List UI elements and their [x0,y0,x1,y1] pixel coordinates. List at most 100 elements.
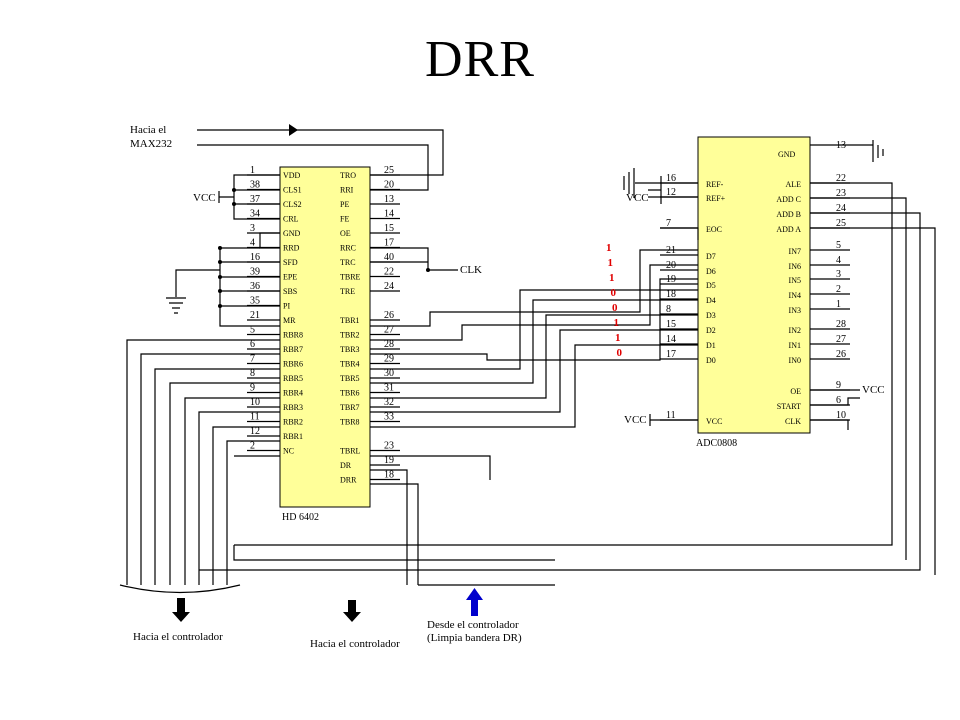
adc-left-pin-label: D7 [706,252,716,261]
uart-left-pin-num: 37 [250,194,260,205]
adc-vcc-label: VCC [624,414,647,426]
uart-vcc-label: VCC [193,192,216,204]
adc-left-pin-num: 17 [666,349,676,360]
adc-right-pin-label: CLK [785,417,801,426]
bit-value: 1 [606,242,612,254]
uart-right-pin-num: 13 [384,194,394,205]
adc-right-pin-num: 4 [836,255,841,266]
arrow-to-max232-icon [289,124,298,136]
adc-right-pin-num: 27 [836,334,846,345]
uart-right-pin-label: TBRE [340,273,361,282]
uart-right-pin-num: 20 [384,180,394,191]
adc-oe-vcc: VCC [862,384,885,396]
uart-right-pin-num: 29 [384,354,394,365]
adc-left-pin-num: 8 [666,304,671,315]
adc-right-pin-num: 24 [836,203,846,214]
adc-left-pin-label: REF+ [706,194,726,203]
from-controller-label-2: (Limpia bandera DR) [427,632,522,644]
uart-left-pin-label: RBR2 [283,418,303,427]
adc-right-pin-num: 25 [836,218,846,229]
uart-left-pin-num: 5 [250,325,255,336]
uart-right-pin-label: RRI [340,186,354,195]
adc-right-pin-label: IN3 [789,306,801,315]
uart-right-pin-label: FE [340,215,349,224]
uart-left-pin-num: 6 [250,339,255,350]
adc-right-pin-num: 28 [836,319,846,330]
bit-value: 0 [617,347,623,359]
adc-left-pin-label: D6 [706,267,716,276]
uart-left-pin-label: CRL [283,215,299,224]
uart-right-pin-label: TBR3 [340,345,360,354]
uart-body [279,166,371,508]
uart-left-pin-num: 38 [250,180,260,191]
bit-value: 1 [609,272,615,284]
uart-right-pin-num: 30 [384,368,394,379]
adc-wiring: VCC VCC VCC [199,140,936,575]
adc-left-pin-num: 15 [666,319,676,330]
adc-left-pin-num: 16 [666,173,676,184]
adc-right-pin-label: ADD C [776,195,801,204]
adc-right-pin-num: 3 [836,269,841,280]
to-controller-label-2: Hacia el controlador [310,638,400,650]
adc-left-pin-num: 7 [666,218,671,229]
uart-right-pin-label: RRC [340,244,356,253]
uart-right-pin-label: TBR1 [340,316,360,325]
adc-right-pin-label: IN0 [789,356,801,365]
uart-right-pin-num: 22 [384,267,394,278]
uart-left-pin-num: 4 [250,238,255,249]
adc-right-pin-num: 10 [836,410,846,421]
uart-right-pin-num: 33 [384,412,394,423]
uart-left-pin-num: 12 [250,426,260,437]
adc-right-pin-num: 2 [836,284,841,295]
adc-right-pin-label: IN6 [789,262,801,271]
bit-value: 0 [612,302,618,314]
uart-left-pin-num: 1 [250,165,255,176]
adc-right-pin-label: OE [790,387,801,396]
uart-right-pin-label: TBR6 [340,389,360,398]
uart-right-pin-num: 25 [384,165,394,176]
adc-left-pin-num: 11 [666,410,676,421]
adc-left-pin-label: EOC [706,225,722,234]
adc-left-pin-num: 18 [666,289,676,300]
uart-left-pin-num: 36 [250,281,260,292]
adc-right-pin-num: 26 [836,349,846,360]
uart-left-pin-label: RRD [283,244,300,253]
slide-title: DRR [425,31,535,88]
uart-left-pin-num: 11 [250,412,260,423]
uart-right-pin-label: TRC [340,258,356,267]
uart-left-pin-label: RBR1 [283,432,303,441]
adc-right-pin-label: IN1 [789,341,801,350]
uart-right-pin-label: TRO [340,171,356,180]
adc-right-pin-label: ALE [785,180,801,189]
adc-chip: GND1316REF-12REF+7EOC21D720D619D518D48D3… [660,136,850,449]
adc-right-pin-num: 6 [836,395,841,406]
clk-label: CLK [460,264,482,276]
adc-left-pin-label: D3 [706,311,716,320]
uart-left-pin-label: SFD [283,258,298,267]
tbr-bus [370,249,698,428]
uart-left-pin-num: 35 [250,296,260,307]
max232-link: Hacia el MAX232 [130,124,444,191]
arrow-down-icon-2 [343,600,361,622]
uart-left-pin-num: 7 [250,354,255,365]
adc-left-pin-label: REF- [706,180,724,189]
uart-right-pin-label: TBR5 [340,374,360,383]
adc-left-pin-num: 14 [666,334,676,345]
adc-left-pin-label: D0 [706,356,716,365]
uart-left-pin-label: RBR6 [283,360,303,369]
adc-right-pin-label: ADD A [776,225,801,234]
uart-right-pin-label: TBRL [340,447,361,456]
adc-gnd-label: GND [778,150,796,159]
uart-left-pin-num: 2 [250,441,255,452]
uart-right-pin-num: 18 [384,470,394,481]
to-controller-label-1: Hacia el controlador [133,631,223,643]
uart-right-pin-label: PE [340,200,349,209]
uart-right-pin-label: TRE [340,287,355,296]
adc-right-pin-label: IN4 [789,291,801,300]
uart-left-pin-num: 39 [250,267,260,278]
adc-right-pin-num: 9 [836,380,841,391]
adc-name: ADC0808 [696,438,737,449]
uart-left-pin-label: RBR4 [283,389,303,398]
uart-left-pin-label: CLS1 [283,186,302,195]
ground-icon-2 [623,168,635,198]
